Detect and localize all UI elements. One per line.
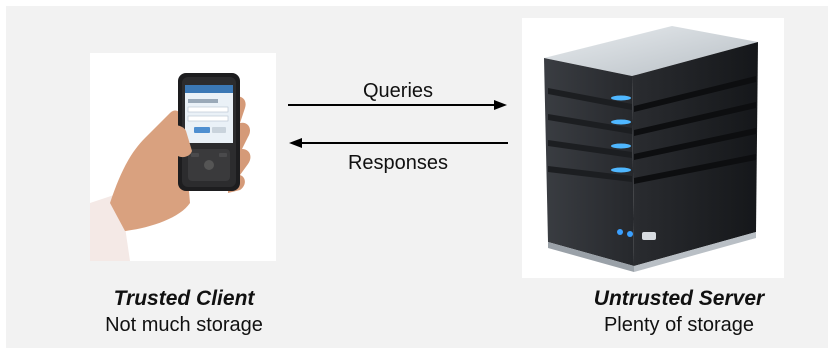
client-title: Trusted Client xyxy=(113,287,255,310)
client-subtitle: Not much storage xyxy=(105,314,263,336)
queries-label: Queries xyxy=(362,80,434,102)
responses-arrow xyxy=(289,138,508,148)
server-tower-icon xyxy=(544,26,758,272)
server-title: Untrusted Server xyxy=(593,287,765,310)
responses-label: Responses xyxy=(347,152,449,174)
client-caption: Trusted Client Not much storage xyxy=(64,286,304,338)
server-subtitle: Plenty of storage xyxy=(603,314,755,336)
server-image xyxy=(522,18,784,278)
phone-in-hand-icon xyxy=(90,73,251,261)
client-image xyxy=(90,53,276,261)
server-caption: Untrusted Server Plenty of storage xyxy=(559,286,799,338)
diagram-panel: Queries Responses xyxy=(6,6,828,348)
queries-arrow xyxy=(288,100,507,110)
